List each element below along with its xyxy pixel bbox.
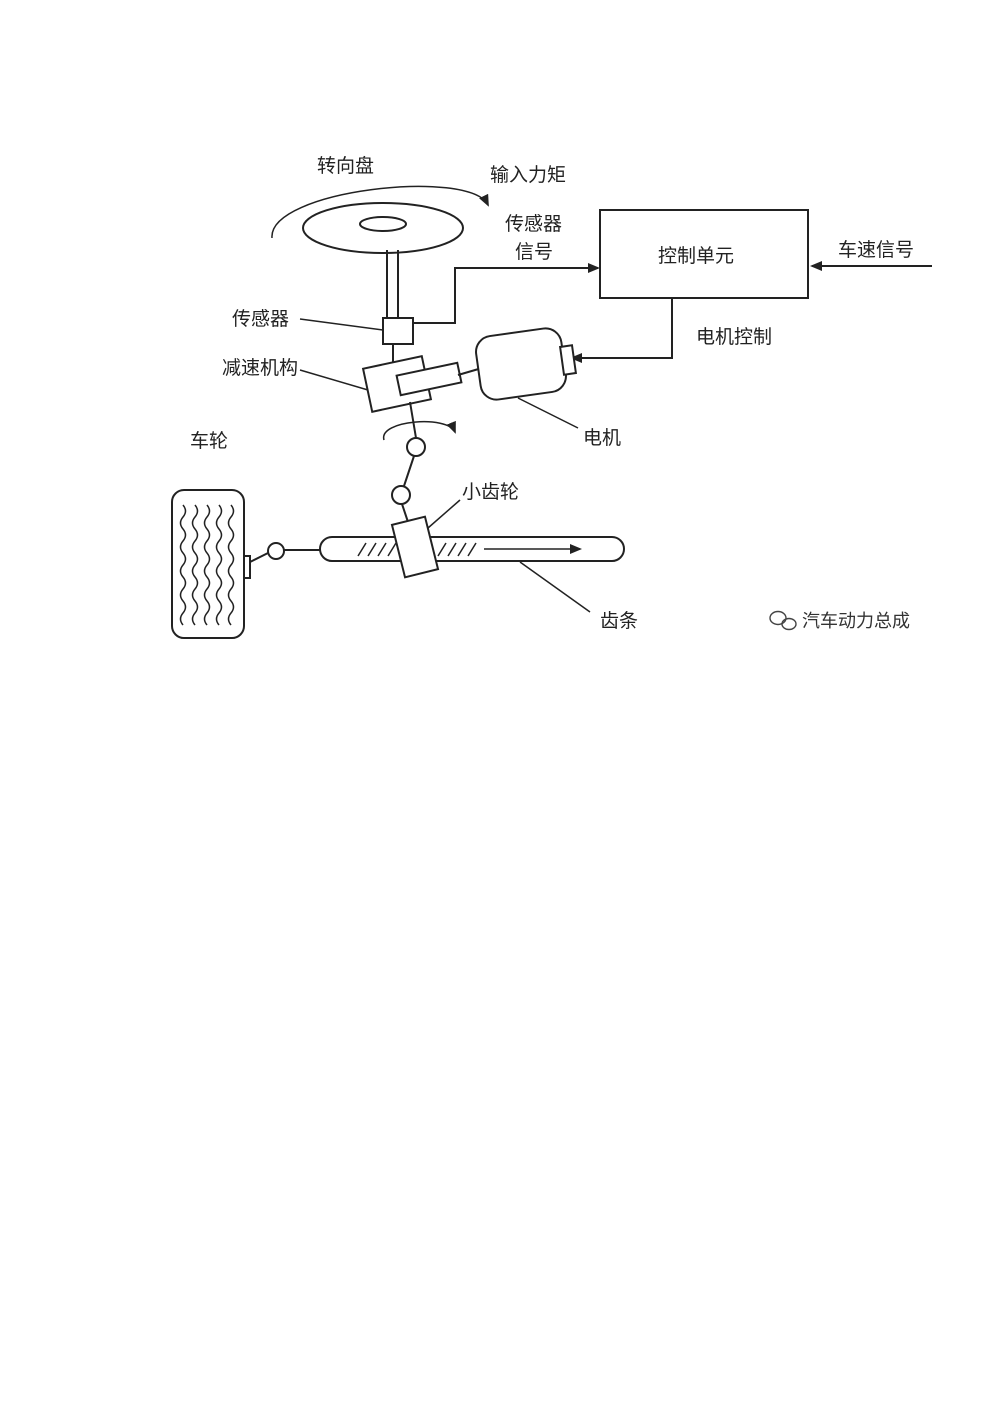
sensor-label: 传感器 bbox=[232, 308, 289, 330]
tie-rod bbox=[249, 542, 320, 563]
intermediate-shaft bbox=[391, 401, 426, 523]
rack-label: 齿条 bbox=[600, 610, 638, 632]
pinion-block bbox=[390, 515, 440, 579]
vehicle-speed-signal-label: 车速信号 bbox=[838, 239, 914, 261]
wechat-icon bbox=[769, 610, 797, 631]
motor-leader bbox=[517, 397, 579, 429]
pinion-label: 小齿轮 bbox=[462, 481, 519, 503]
rack bbox=[319, 536, 625, 562]
watermark-text: 汽车动力总成 bbox=[802, 611, 910, 632]
motor-label: 电机 bbox=[583, 427, 621, 449]
motor-control-arrow bbox=[570, 298, 673, 363]
sensor-signal-label-line1: 传感器 bbox=[505, 213, 562, 235]
steering-wheel bbox=[302, 202, 464, 254]
electric-motor bbox=[457, 327, 578, 401]
control-unit-label: 控制单元 bbox=[658, 245, 734, 267]
sensor-block bbox=[382, 317, 414, 345]
sensor-signal-label-line2: 信号 bbox=[515, 241, 553, 263]
wheel-label: 车轮 bbox=[190, 430, 228, 452]
control-unit-box bbox=[599, 209, 809, 299]
input-torque-arrow bbox=[271, 185, 489, 239]
input-torque-label: 输入力矩 bbox=[490, 164, 566, 186]
sensor-signal-arrow bbox=[413, 263, 600, 324]
sensor-leader bbox=[299, 318, 384, 331]
wheel bbox=[171, 489, 251, 639]
output-rotation-arrow bbox=[383, 420, 456, 441]
reduction-mechanism bbox=[361, 355, 463, 413]
reduction-mechanism-label: 减速机构 bbox=[222, 357, 298, 379]
pinion-leader bbox=[427, 499, 461, 529]
reduction-mechanism-leader bbox=[299, 369, 369, 391]
motor-control-label: 电机控制 bbox=[696, 326, 772, 348]
rack-leader bbox=[519, 561, 591, 613]
watermark: 汽车动力总成 bbox=[769, 610, 910, 632]
steering-wheel-label: 转向盘 bbox=[317, 155, 374, 177]
steering-column bbox=[386, 250, 399, 362]
